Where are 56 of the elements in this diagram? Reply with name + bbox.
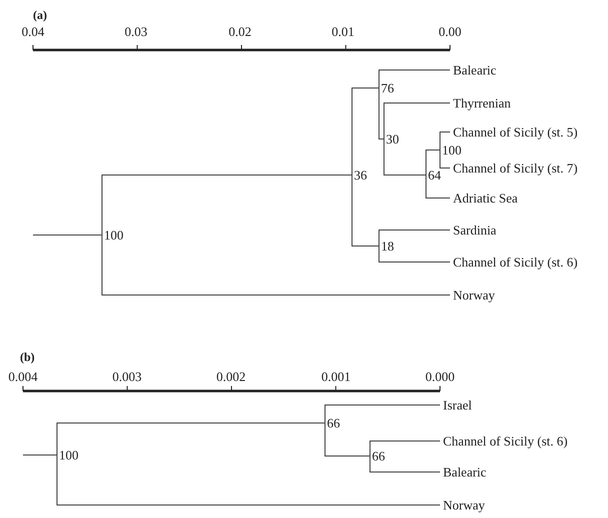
taxon-label: Balearic: [450, 62, 496, 78]
branch-line: [378, 70, 450, 88]
bootstrap-value: 100: [102, 228, 124, 242]
branch-line: [324, 404, 440, 424]
branch-line: [56, 422, 326, 456]
tick-label: 0.000: [425, 369, 455, 384]
branch-line: [384, 102, 450, 140]
branch-line: [32, 234, 102, 236]
tick-label: 0.004: [8, 369, 38, 384]
tick-label: 0.00: [438, 24, 462, 39]
taxon-label: Norway: [440, 498, 485, 512]
taxon-label: Thyrrenian: [450, 96, 511, 110]
panel-label: (b): [20, 350, 35, 365]
bootstrap-value: 66: [325, 416, 340, 430]
branch-line: [384, 138, 426, 176]
tick-label: 0.04: [22, 24, 44, 39]
branch-line: [440, 132, 450, 150]
branch-line: [22, 454, 58, 456]
taxon-label: Channel of Sicily (st. 7): [450, 160, 578, 176]
bootstrap-value: 100: [57, 448, 78, 462]
taxon-label: Channel of Sicily (st. 6): [450, 254, 578, 270]
panel-label: (a): [33, 8, 47, 23]
branch-line: [378, 246, 450, 262]
bootstrap-value: 18: [379, 238, 394, 254]
branch-line: [102, 174, 352, 236]
taxon-label: Balearic: [440, 464, 486, 480]
taxon-label: Adriatic Sea: [450, 190, 518, 206]
branch-line: [370, 456, 440, 472]
branch-line: [378, 88, 384, 140]
branch-line: [102, 234, 450, 296]
tick-label: 0.002: [216, 369, 246, 384]
tick-label: 0.003: [112, 369, 142, 384]
taxon-label: Channel of Sicily (st. 6): [440, 434, 568, 448]
tick-label: 0.001: [321, 369, 351, 384]
branch-line: [370, 440, 440, 456]
branch-line: [324, 422, 370, 456]
tick-label: 0.02: [228, 24, 252, 39]
taxon-label: Sardinia: [450, 222, 496, 238]
taxon-label: Norway: [450, 288, 495, 302]
bootstrap-value: 76: [379, 80, 394, 96]
bootstrap-value: 66: [370, 448, 385, 464]
bootstrap-value: 100: [440, 142, 462, 158]
taxon-label: Channel of Sicily (st. 5): [450, 124, 578, 140]
branch-line: [352, 174, 380, 246]
branch-line: [378, 230, 450, 246]
bootstrap-value: 36: [352, 168, 367, 182]
tick-label: 0.03: [124, 24, 148, 39]
bootstrap-value: 64: [426, 168, 441, 182]
branch-line: [352, 88, 380, 176]
taxon-label: Israel: [440, 398, 472, 412]
branch-line: [56, 454, 440, 506]
branch-line: [426, 174, 450, 198]
bootstrap-value: 30: [384, 132, 399, 146]
branch-line: [426, 150, 440, 176]
branch-line: [440, 150, 450, 168]
tick-label: 0.01: [332, 24, 354, 39]
